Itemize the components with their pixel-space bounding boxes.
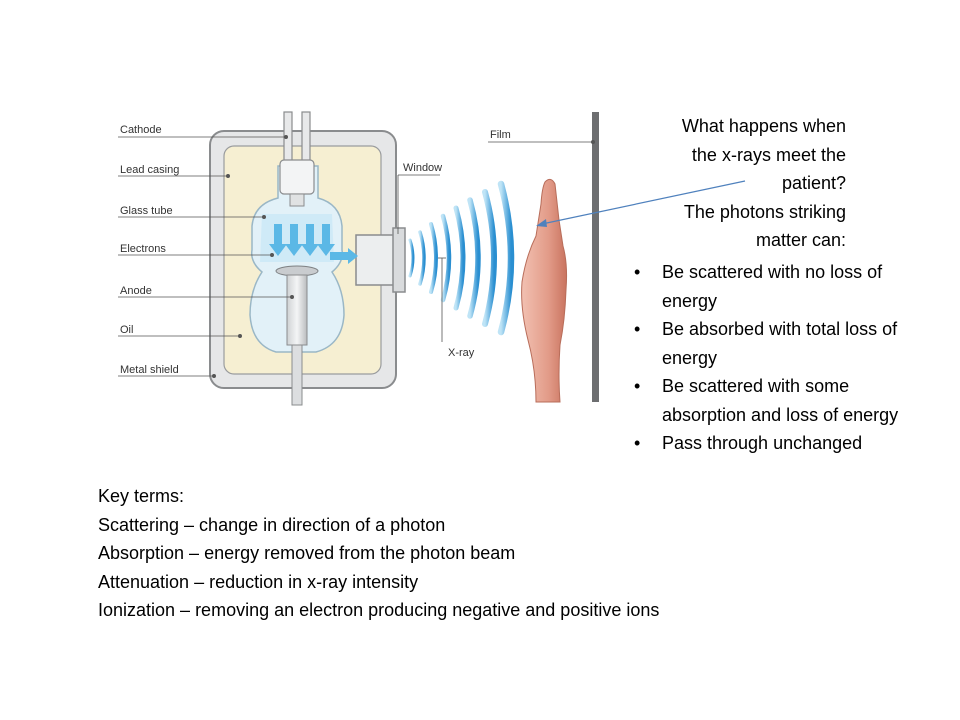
anode-rod-shape [286, 274, 308, 346]
question-text: What happens when the x-rays meet the pa… [600, 112, 846, 255]
question-line: What happens when [681, 116, 846, 136]
window-flange-shape [392, 227, 406, 293]
list-item: • Be absorbed with total loss of energy [634, 315, 924, 372]
label-xray: X-ray [448, 347, 475, 359]
question-line: The photons striking [683, 201, 846, 222]
film-plate-shape [592, 112, 599, 402]
photon-outcomes-list: • Be scattered with no loss of energy • Be… [634, 258, 924, 458]
key-term-item: Absorption – energy removed from the pho… [98, 543, 516, 563]
question-line: the x-rays meet the [691, 144, 846, 165]
outcome-text: Pass through unchanged [662, 433, 863, 453]
key-term-item: Attenuation – reduction in x-ray intensi… [98, 571, 419, 592]
label-electrons: Electrons [120, 243, 166, 255]
bullet-marker: • [634, 319, 641, 339]
bullet-marker: • [634, 376, 641, 396]
label-glass-tube: Glass tube [120, 205, 173, 217]
label-anode: Anode [120, 285, 152, 297]
list-item: • Be scattered with no loss of energy [634, 258, 924, 315]
leader-lines [118, 134, 596, 378]
question-line: patient? [781, 173, 846, 193]
outcome-text: Be scattered with some absorption and lo… [662, 376, 899, 425]
key-terms-section: Key terms: Scattering – change in direct… [98, 482, 858, 625]
anode-stem-shape [291, 344, 303, 406]
cathode-filament-shape [289, 193, 305, 207]
list-item: • Be scattered with some absorption and l… [634, 372, 924, 429]
callout-arrowhead [536, 219, 547, 227]
question-line: matter can: [755, 230, 846, 250]
label-oil: Oil [120, 324, 133, 336]
callout-arrow-line [541, 180, 746, 225]
hand-shape [521, 178, 568, 403]
electron-arrows [269, 224, 358, 264]
label-window: Window [403, 162, 442, 174]
key-term-item: Scattering – change in direction of a ph… [98, 514, 446, 535]
outcome-text: Be scattered with no loss of energy [662, 262, 883, 311]
xray-waves [408, 180, 515, 336]
bullet-marker: • [634, 433, 641, 453]
label-lead-casing: Lead casing [120, 164, 179, 176]
label-film: Film [490, 129, 511, 141]
key-term-item: Ionization – removing an electron produc… [98, 600, 660, 620]
label-cathode: Cathode [120, 124, 162, 136]
list-item: • Pass through unchanged [634, 429, 924, 458]
key-terms-heading: Key terms: [98, 486, 185, 506]
cathode-cup-shape [279, 159, 315, 195]
outcome-text: Be absorbed with total loss of energy [662, 319, 898, 368]
bullet-marker: • [634, 262, 641, 282]
label-metal-shield: Metal shield [120, 364, 179, 376]
